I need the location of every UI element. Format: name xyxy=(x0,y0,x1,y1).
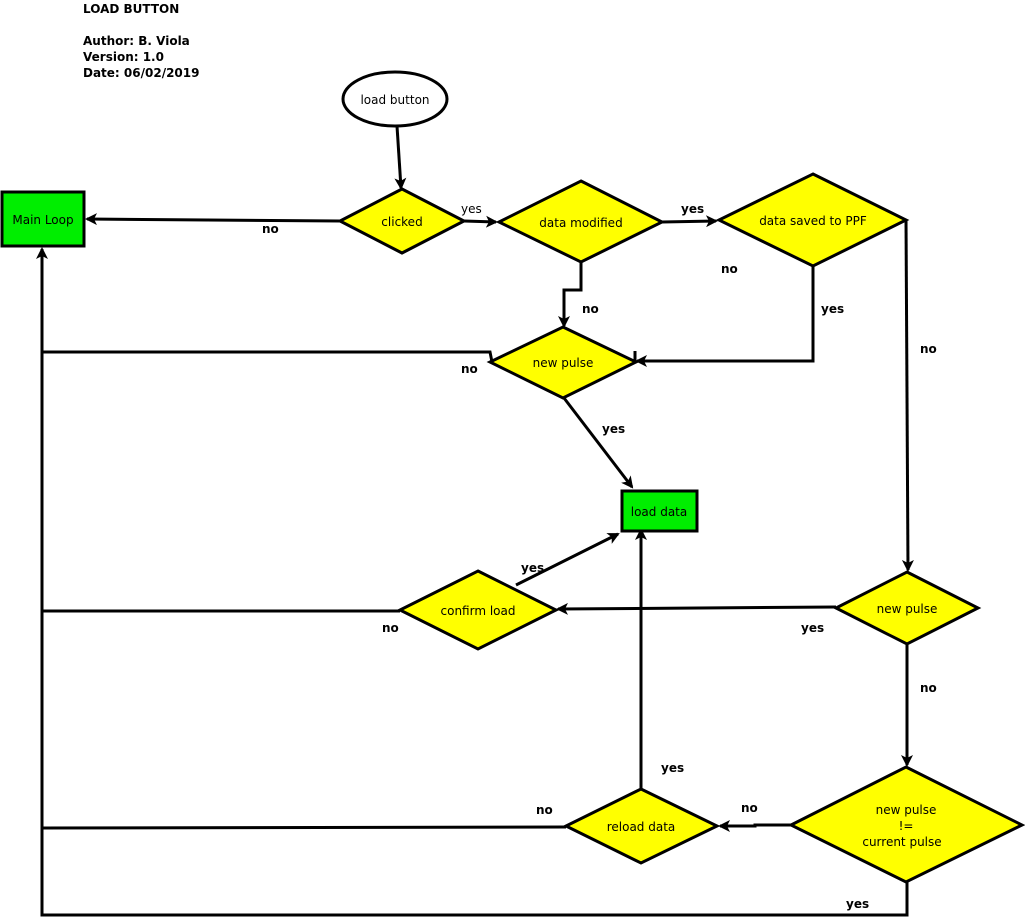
data-modified-label: data modified xyxy=(539,216,622,230)
new-pulse-decision-2: new pulse xyxy=(832,570,982,646)
edge-label-pulse1-yes: yes xyxy=(602,422,625,436)
edge-reload-no xyxy=(41,825,567,830)
data-modified-decision: data modified xyxy=(495,179,666,264)
new-pulse-1-label: new pulse xyxy=(533,356,594,370)
edge-confirm-yes xyxy=(515,532,620,587)
edge-pulse1-no xyxy=(42,350,494,363)
confirm-load-label: confirm load xyxy=(441,604,516,618)
data-saved-label: data saved to PPF xyxy=(759,214,867,228)
clicked-label: clicked xyxy=(381,215,422,229)
edge-saved-no xyxy=(901,218,914,572)
edge-label-saved-yes: yes xyxy=(821,302,844,316)
new-pulse-2-label: new pulse xyxy=(877,602,938,616)
edge-clicked-no xyxy=(85,213,341,226)
start-node: load button xyxy=(341,70,449,128)
pulse-neq-label-line1: new pulse xyxy=(876,803,937,817)
edge-pulse1-yes xyxy=(562,397,634,489)
load-data-box: load data xyxy=(620,489,699,533)
version-text: Version: 1.0 xyxy=(83,50,164,64)
data-saved-decision: data saved to PPF xyxy=(715,172,910,268)
diagram-title: LOAD BUTTON xyxy=(83,2,179,16)
clicked-decision: clicked xyxy=(336,187,468,255)
edge-label-modified-no: no xyxy=(582,302,599,316)
edge-pulse2-yes xyxy=(556,602,837,615)
edge-neq-no xyxy=(718,820,791,832)
edge-label-neq-no: no xyxy=(741,801,758,815)
edge-modified-no xyxy=(558,262,583,328)
main-loop-label: Main Loop xyxy=(12,213,73,227)
author-text: Author: B. Viola xyxy=(83,34,190,48)
reload-data-decision: reload data xyxy=(562,787,721,865)
edge-saved-yes xyxy=(635,266,815,367)
new-pulse-decision-1: new pulse xyxy=(486,325,640,400)
edge-label-pulse1-no: no xyxy=(461,362,478,376)
pulse-neq-label-line2: != xyxy=(899,819,914,833)
edge-label-clicked-no: no xyxy=(262,222,279,236)
confirm-load-decision: confirm load xyxy=(396,569,560,651)
edge-label-reload-no: no xyxy=(536,803,553,817)
edge-neq-yes xyxy=(36,247,909,917)
edge-label-confirm-yes: yes xyxy=(521,561,544,575)
pulse-not-equal-decision: new pulse != current pulse xyxy=(787,765,1025,884)
edge-label-confirm-no: no xyxy=(382,621,399,635)
edge-label-saved-no-left: no xyxy=(721,262,738,276)
date-text: Date: 06/02/2019 xyxy=(83,66,199,80)
edge-label-neq-yes: yes xyxy=(846,897,869,911)
edge-label-reload-yes: yes xyxy=(661,761,684,775)
edge-label-clicked-yes: yes xyxy=(461,202,482,216)
edge-start-to-clicked xyxy=(394,125,407,190)
edge-clicked-yes xyxy=(463,215,498,228)
pulse-neq-label-line3: current pulse xyxy=(862,835,941,849)
load-data-label: load data xyxy=(631,505,688,519)
edge-label-pulse2-no: no xyxy=(920,681,937,695)
edge-label-saved-no-right: no xyxy=(920,342,937,356)
reload-data-label: reload data xyxy=(607,820,676,834)
main-loop-box: Main Loop xyxy=(0,190,86,248)
edge-label-modified-yes: yes xyxy=(681,202,704,216)
edge-label-pulse2-yes: yes xyxy=(801,621,824,635)
start-node-label: load button xyxy=(360,93,429,107)
edge-modified-yes xyxy=(661,215,718,228)
